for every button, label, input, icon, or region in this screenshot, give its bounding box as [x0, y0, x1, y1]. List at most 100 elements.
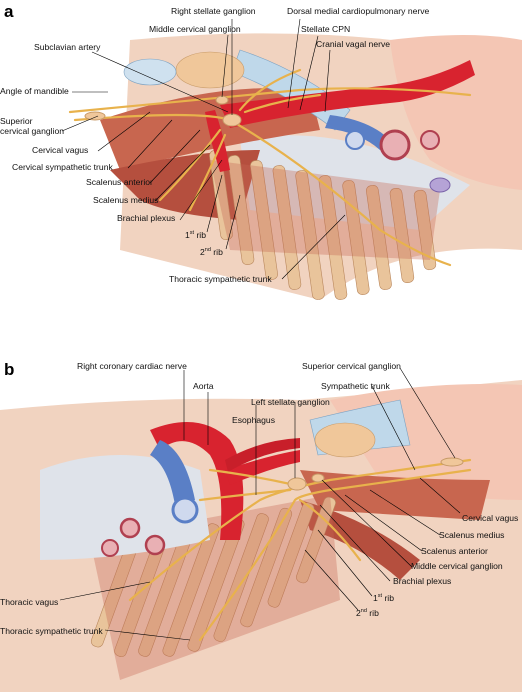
panel-b-vessel-section: [101, 539, 119, 557]
leader-a-scalenus-medius: [154, 144, 211, 202]
panel-a-vessel-section: [345, 130, 365, 150]
leader-a-stellate-cpn: [299, 35, 319, 111]
panel-a-rib: [272, 165, 302, 290]
label-second-rib: 2nd rib: [200, 245, 223, 257]
label-left-stellate-ganglion: Left stellate ganglion: [251, 397, 330, 407]
label-brachial-plexus-b: Brachial plexus: [393, 576, 452, 586]
panel-b-aorta-branch: [225, 450, 300, 485]
label-scalenus-medius: Scalenus medius: [93, 195, 159, 205]
label-cervical-vagus-b: Cervical vagus: [462, 513, 519, 523]
leader-b-sympathetic: [371, 385, 416, 471]
panel-b-rib: [162, 523, 220, 657]
label-first-rib-b-word: rib: [382, 592, 395, 603]
leader-b-middle-cervical: [321, 479, 413, 568]
label-sympathetic-trunk: Sympathetic trunk: [321, 381, 390, 391]
panel-b-aorta: [150, 422, 244, 540]
leader-a-scalenus-anterior: [149, 129, 201, 184]
panel-b-stellate-ganglion: [287, 477, 307, 491]
label-scalenus-anterior: Scalenus anterior: [86, 177, 153, 187]
label-first-rib-suffix: st: [189, 230, 195, 236]
leader-a-subclavian: [91, 51, 229, 113]
label-thoracic-sympathetic-trunk: Thoracic sympathetic trunk: [169, 274, 272, 284]
panel-a-artwork: [68, 33, 522, 300]
panel-a-rib: [413, 189, 437, 271]
panel-a-rib: [318, 175, 348, 300]
leader-a-middle-cervical: [221, 34, 229, 98]
label-superior-cervical-ganglion-line1: Superior: [0, 116, 33, 126]
panel-b-brachial-plexus-nerve: [298, 498, 362, 562]
leader-a-second-rib: [225, 194, 241, 250]
panel-a-sympathetic-trunk-nerve: [73, 113, 452, 267]
panel-b-rib: [267, 502, 315, 608]
panel-b-rib: [296, 496, 336, 584]
label-second-rib-number: 2: [200, 246, 205, 257]
label-first-rib-number: 1: [185, 229, 190, 240]
label-second-rib-b-word: rib: [366, 607, 379, 618]
panel-a-intercostal-muscles: [210, 160, 440, 260]
leader-a-cervical-sympathetic: [127, 119, 173, 169]
label-right-stellate-ganglion: Right stellate ganglion: [171, 6, 256, 16]
panel-b-rib: [240, 507, 293, 628]
label-stellate-cpn: Stellate CPN: [301, 24, 351, 34]
panel-a-rib: [342, 180, 370, 295]
label-second-rib-b-suffix: nd: [360, 608, 367, 614]
panel-a-vessel-section: [420, 130, 440, 150]
panel-a-salivary-gland: [123, 58, 177, 86]
panel-a-head-region: [390, 35, 522, 190]
panel-a-rib: [250, 160, 278, 280]
label-subclavian-artery: Subclavian artery: [34, 42, 101, 52]
label-cervical-sympathetic-trunk: Cervical sympathetic trunk: [12, 162, 113, 172]
label-scalenus-anterior-b: Scalenus anterior: [421, 546, 488, 556]
panel-b-middle-cervical-ganglion: [311, 473, 325, 483]
panel-a-rib: [227, 155, 255, 265]
label-first-rib-b-number: 1: [373, 592, 378, 603]
label-cranial-vagal-nerve: Cranial vagal nerve: [316, 39, 391, 49]
label-brachial-plexus: Brachial plexus: [117, 213, 176, 223]
panel-a-superior-cervical-ganglion: [84, 111, 106, 121]
panel-a-cardiopulmonary-nerve: [243, 93, 322, 114]
label-second-rib-b: 2nd rib: [356, 606, 379, 618]
panel-a-subclavian-artery: [220, 60, 475, 128]
panel-b-letter: b: [4, 360, 15, 379]
label-scalenus-medius-b: Scalenus medius: [439, 530, 505, 540]
panel-a-brachial-plexus-nerve: [158, 128, 222, 202]
panel-b-vessel-section: [171, 496, 199, 524]
leader-a-dorsal-medial: [287, 18, 301, 109]
leader-a-superior-cervical: [61, 115, 99, 132]
leader-a-first-rib: [206, 174, 223, 233]
panel-b-ribs: [90, 496, 336, 658]
leader-b-first-rib: [317, 529, 373, 597]
label-middle-cervical-ganglion-b: Middle cervical ganglion: [411, 561, 503, 571]
label-first-rib-word: rib: [194, 229, 207, 240]
leader-a-cranial-vagal: [324, 49, 331, 113]
panel-a-pleura: [240, 135, 470, 230]
leader-a-thoracic-sympathetic: [281, 214, 346, 280]
panel-b-scalenus-muscle: [300, 500, 420, 580]
label-thoracic-sympathetic-trunk-b: Thoracic sympathetic trunk: [0, 626, 103, 636]
panel-a-stellate-ganglion: [222, 113, 242, 127]
label-thoracic-vagus: Thoracic vagus: [0, 597, 59, 607]
panel-b-superior-cervical-ganglion: [440, 457, 464, 467]
label-superior-cervical-ganglion-line2: cervical ganglion: [0, 126, 65, 136]
leader-b-thoracic-vagus: [59, 581, 151, 601]
panel-a-gland: [175, 51, 245, 89]
label-cervical-vagus: Cervical vagus: [32, 145, 89, 155]
panel-a-artery-loop: [205, 110, 230, 172]
leader-b-second-rib: [304, 549, 359, 611]
panel-a-vagus-nerve: [68, 87, 472, 114]
label-second-rib-suffix: nd: [204, 247, 211, 253]
label-superior-cervical-ganglion: Superior cervical ganglion: [302, 361, 401, 371]
panel-a-vessel-section: [429, 177, 451, 193]
label-middle-cervical-ganglion: Middle cervical ganglion: [149, 24, 241, 34]
panel-a-brachial-plexus-nerve: [188, 133, 227, 212]
label-esophagus: Esophagus: [232, 415, 276, 425]
panel-a-middle-cervical-ganglion: [215, 95, 229, 105]
panel-a-rib: [295, 170, 325, 300]
leader-b-scalenus-anterior: [344, 494, 423, 552]
label-second-rib-b-number: 2: [356, 607, 361, 618]
label-first-rib: 1st rib: [185, 228, 206, 240]
leader-b-scalenus-medius: [369, 489, 441, 536]
panel-b-cardiac-nerve: [198, 488, 292, 502]
label-first-rib-b: 1st rib: [373, 591, 394, 603]
